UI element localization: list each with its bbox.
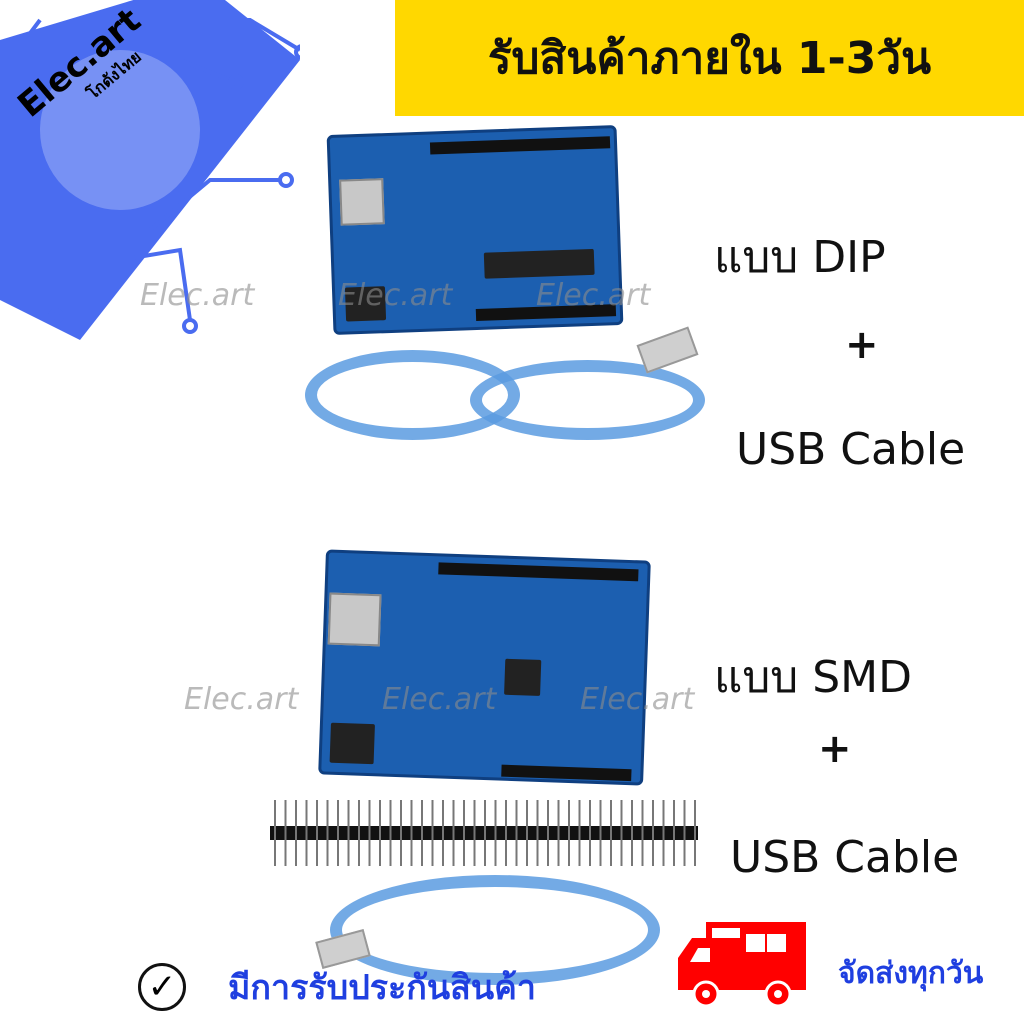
arduino-smd-board-image (318, 549, 651, 786)
watermark: Elec.art (140, 278, 255, 313)
smd-cable-label: USB Cable (730, 832, 960, 883)
dip-cable-label: USB Cable (736, 424, 966, 475)
watermark: Elec.art (382, 682, 497, 717)
plus-sign: + (818, 726, 852, 772)
smd-type-label: แบบ SMD (714, 652, 912, 703)
usb-cable-image (470, 360, 705, 440)
check-circle-icon: ✓ (138, 963, 186, 1011)
circuit-decoration (0, 0, 300, 340)
delivery-banner: รับสินค้าภายใน 1-3วัน (395, 0, 1024, 116)
dip-type-label: แบบ DIP (714, 232, 886, 283)
warranty-text: มีการรับประกันสินค้า (228, 968, 536, 1008)
usb-plug-image (636, 326, 699, 374)
daily-shipping-text: จัดส่งทุกวัน (838, 956, 984, 991)
watermark: Elec.art (580, 682, 695, 717)
truck-icon (678, 922, 806, 1008)
watermark: Elec.art (338, 278, 453, 313)
pin-header-image (270, 800, 698, 866)
watermark: Elec.art (184, 682, 299, 717)
watermark: Elec.art (536, 278, 651, 313)
plus-sign: + (845, 322, 879, 368)
